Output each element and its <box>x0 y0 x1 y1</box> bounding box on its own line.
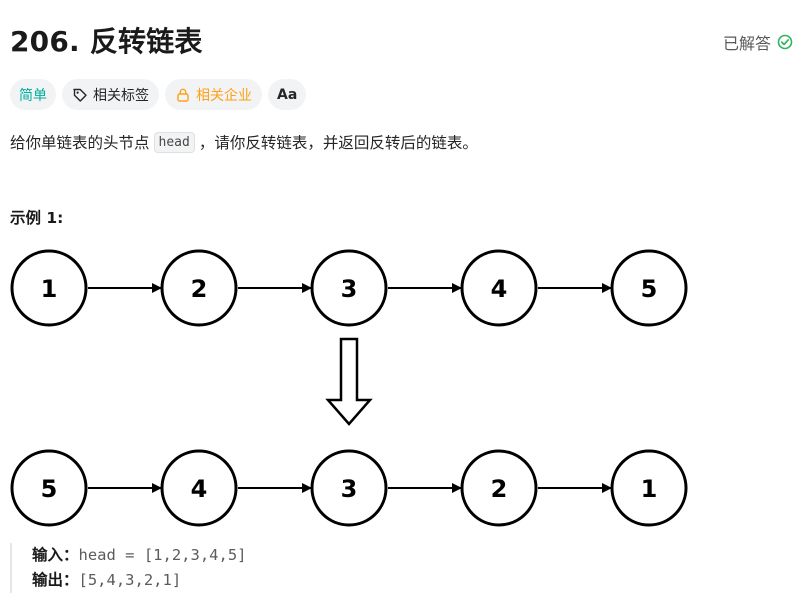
inline-code-head: head <box>153 131 195 153</box>
output-value: [5,4,3,2,1] <box>78 571 182 589</box>
example-input-line: 输入：head = [1,2,3,4,5] <box>32 543 247 568</box>
node-value: 2 <box>491 475 508 503</box>
top-node: 3 <box>310 249 388 327</box>
bottom-node: 2 <box>460 449 538 527</box>
solved-status: 已解答 <box>723 30 793 54</box>
top-node: 1 <box>10 249 88 327</box>
top-node: 2 <box>160 249 238 327</box>
bottom-node: 5 <box>10 449 88 527</box>
tag-icon <box>72 87 93 103</box>
description-text-after: ，请你反转链表，并返回反转后的链表。 <box>198 134 478 152</box>
example-io-block: 输入：head = [1,2,3,4,5] 输出：[5,4,3,2,1] <box>10 543 247 593</box>
down-arrow-icon <box>325 337 373 426</box>
bottom-node: 3 <box>310 449 388 527</box>
node-value: 3 <box>341 475 358 503</box>
input-value: head = [1,2,3,4,5] <box>78 546 247 564</box>
node-value: 1 <box>41 275 58 303</box>
node-value: 5 <box>41 475 58 503</box>
linked-list-diagram: 1 2 3 4 5 5 4 <box>10 249 688 527</box>
difficulty-badge[interactable]: 简单 <box>10 79 56 110</box>
top-node: 4 <box>460 249 538 327</box>
input-label: 输入： <box>32 546 79 564</box>
lock-icon <box>175 87 196 103</box>
node-value: 4 <box>191 475 208 503</box>
node-value: 4 <box>491 275 508 303</box>
bottom-node: 1 <box>610 449 688 527</box>
output-label: 输出： <box>32 571 79 589</box>
top-node: 5 <box>610 249 688 327</box>
check-circle-icon <box>777 34 793 50</box>
problem-description: 给你单链表的头节点 head ，请你反转链表，并返回反转后的链表。 <box>10 131 478 153</box>
related-companies-button[interactable]: 相关企业 <box>165 79 262 110</box>
difficulty-label: 简单 <box>19 87 47 104</box>
node-value: 1 <box>641 475 658 503</box>
related-tags-label: 相关标签 <box>93 87 149 104</box>
tag-row: 简单 相关标签 相关企业 Aa <box>10 79 307 110</box>
bottom-node: 4 <box>160 449 238 527</box>
node-value: 2 <box>191 275 208 303</box>
node-value: 5 <box>641 275 658 303</box>
problem-title: 206. 反转链表 <box>10 25 203 58</box>
solved-label: 已解答 <box>722 34 771 53</box>
description-text-before: 给你单链表的头节点 <box>10 134 150 152</box>
example-output-line: 输出：[5,4,3,2,1] <box>32 568 247 593</box>
related-companies-label: 相关企业 <box>196 87 252 104</box>
translate-icon: Aa <box>277 86 298 103</box>
translate-button[interactable]: Aa <box>268 79 307 110</box>
example-title: 示例 1: <box>10 209 64 227</box>
related-tags-button[interactable]: 相关标签 <box>62 79 159 110</box>
node-value: 3 <box>341 275 358 303</box>
